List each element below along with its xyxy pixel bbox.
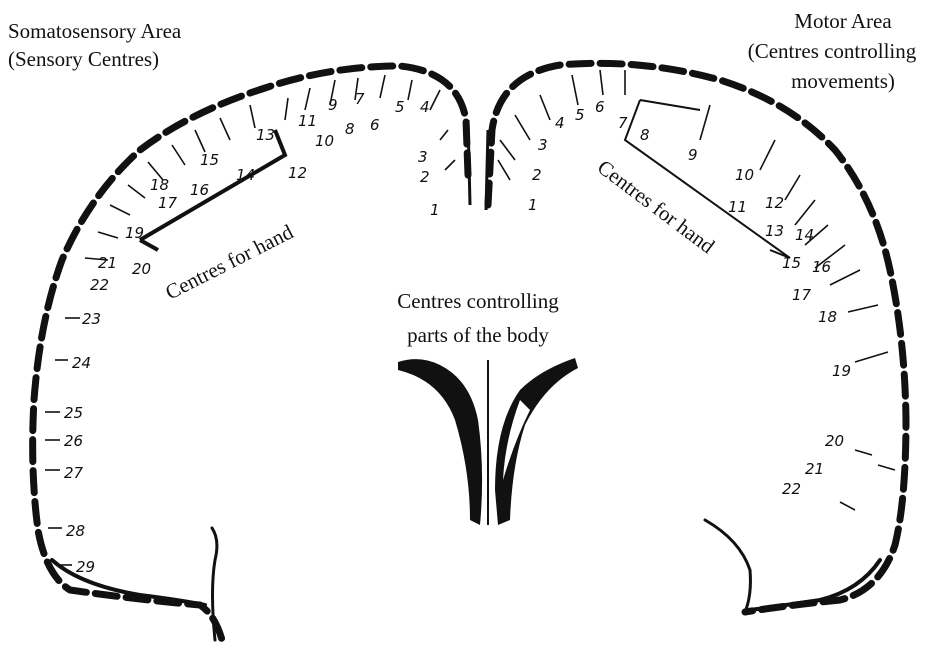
left-hemisphere (33, 66, 468, 640)
right-inner-fold (705, 520, 750, 612)
left-number: 11 (298, 112, 317, 130)
motor-title: Motor Area (794, 9, 892, 33)
left-number: 29 (76, 558, 95, 576)
left-hand-label: Centres for hand (161, 219, 297, 304)
central-structure (398, 358, 578, 525)
right-number: 2 (532, 166, 542, 184)
left-number: 22 (90, 276, 109, 294)
right-number: 6 (595, 98, 605, 116)
body-label-line1: Centres controlling (397, 289, 559, 313)
left-number: 25 (64, 404, 83, 422)
left-number: 17 (158, 194, 178, 212)
left-number: 13 (256, 126, 275, 144)
left-number: 14 (236, 166, 255, 184)
right-base-curve (750, 560, 880, 610)
right-number: 18 (818, 308, 837, 326)
motor-subtitle-1: (Centres controlling (748, 39, 917, 63)
right-number: 4 (555, 114, 565, 132)
right-ventricle (495, 358, 578, 525)
right-number: 13 (765, 222, 784, 240)
left-number: 6 (370, 116, 380, 134)
left-number: 20 (132, 260, 151, 278)
left-cortex-outline (33, 66, 468, 640)
somatosensory-title: Somatosensory Area (8, 19, 182, 43)
left-number: 10 (315, 132, 334, 150)
right-number: 16 (812, 258, 831, 276)
right-number: 20 (825, 432, 844, 450)
left-number-labels: 1 2 3 4 5 6 7 8 9 10 11 12 13 14 15 16 1… (64, 90, 440, 576)
right-number: 5 (575, 106, 585, 124)
left-number: 4 (420, 98, 430, 116)
right-number: 19 (832, 362, 851, 380)
left-number: 24 (72, 354, 91, 372)
body-label-line2: parts of the body (407, 323, 549, 347)
right-number-labels: 1 2 3 4 5 6 7 8 9 10 11 12 13 14 15 16 1… (528, 98, 851, 498)
right-number: 7 (618, 114, 628, 132)
left-ventricle (398, 359, 482, 525)
right-hand-label: Centres for hand (593, 155, 720, 259)
right-number: 22 (782, 480, 801, 498)
right-number: 8 (640, 126, 650, 144)
left-number: 26 (64, 432, 83, 450)
somatosensory-subtitle: (Sensory Centres) (8, 47, 159, 71)
left-number: 15 (200, 151, 219, 169)
left-number: 1 (430, 201, 440, 219)
right-number: 3 (538, 136, 548, 154)
left-number: 27 (64, 464, 84, 482)
left-number: 16 (190, 181, 209, 199)
left-number: 18 (150, 176, 169, 194)
left-number: 21 (98, 254, 117, 272)
left-number: 7 (355, 90, 365, 108)
left-number: 12 (288, 164, 307, 182)
left-number: 19 (125, 224, 144, 242)
right-number: 1 (528, 196, 538, 214)
right-number: 14 (795, 226, 814, 244)
left-number: 9 (328, 96, 338, 114)
left-number: 5 (395, 98, 405, 116)
right-number: 10 (735, 166, 754, 184)
right-number: 9 (688, 146, 698, 164)
left-number: 2 (420, 168, 430, 186)
right-number: 21 (805, 460, 824, 478)
left-number: 28 (66, 522, 85, 540)
left-tick-lines (45, 75, 455, 565)
right-number: 11 (728, 198, 747, 216)
right-number: 12 (765, 194, 784, 212)
left-number: 3 (418, 148, 428, 166)
left-number: 8 (345, 120, 355, 138)
right-number: 15 (782, 254, 801, 272)
right-number: 17 (792, 286, 812, 304)
left-number: 23 (82, 310, 101, 328)
motor-subtitle-2: movements) (791, 69, 895, 93)
